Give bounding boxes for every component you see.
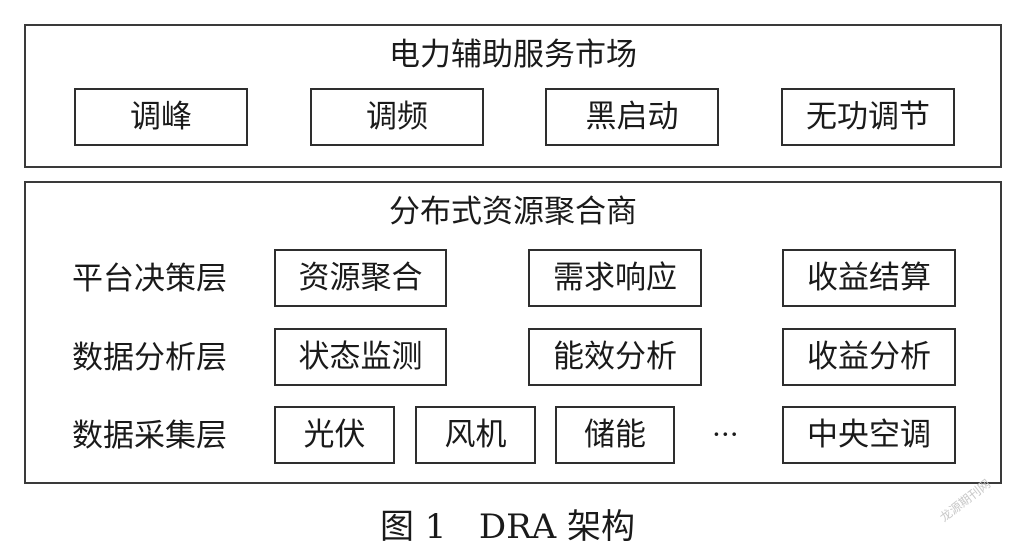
box-revenue-analysis: 收益分析 [782,328,956,386]
box-revenue-settlement: 收益结算 [782,249,956,307]
market-title: 电力辅助服务市场 [389,37,637,73]
box-central-air-conditioning: 中央空调 [782,406,956,464]
box-energy-efficiency-analysis: 能效分析 [528,328,702,386]
aggregator-panel: 分布式资源聚合商 平台决策层 资源聚合 需求响应 收益结算 数据分析层 状态监测… [24,181,1002,484]
ellipsis: ··· [712,418,739,451]
figure-caption: 图 1 DRA 架构 [379,507,636,547]
service-box-reactive-power: 无功调节 [781,88,955,146]
service-box-frequency-regulation: 调频 [310,88,484,146]
aggregator-title: 分布式资源聚合商 [389,194,637,230]
service-box-peak-shaving: 调峰 [74,88,248,146]
service-box-black-start: 黑启动 [545,88,719,146]
layer-label-collection: 数据采集层 [72,418,227,454]
box-resource-aggregation: 资源聚合 [274,249,447,307]
layer-label-analysis: 数据分析层 [72,340,227,376]
box-photovoltaic: 光伏 [274,406,395,464]
box-demand-response: 需求响应 [528,249,702,307]
market-panel: 电力辅助服务市场 调峰 调频 黑启动 无功调节 [24,24,1002,168]
box-energy-storage: 储能 [555,406,675,464]
layer-label-decision: 平台决策层 [72,261,227,297]
box-wind-turbine: 风机 [415,406,536,464]
box-status-monitoring: 状态监测 [274,328,447,386]
